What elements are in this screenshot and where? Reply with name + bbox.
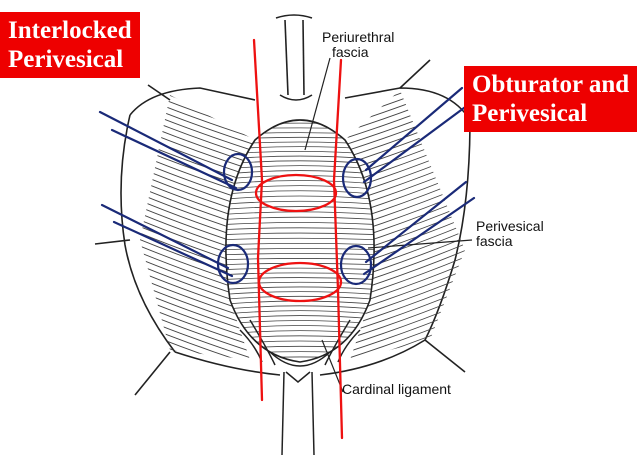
obturator-perivesical-callout: Obturator and Perivesical [464,66,637,132]
label-line-2: fascia [322,45,394,60]
suture-line-right-upper-b [364,102,472,182]
label-line-1: Periurethral [322,30,394,45]
callout-line-2: Perivesical [8,45,132,74]
periurethral-fascia-label: Periurethral fascia [322,30,394,60]
interlocked-perivesical-callout: Interlocked Perivesical [0,12,140,78]
bladder-fascia-hatching [215,113,385,365]
cardinal-ligament-label: Cardinal ligament [342,382,451,397]
suture-line-left-lower-b [114,222,232,276]
periurethral-pointer [305,58,330,150]
suture-line-left-lower-a [102,205,228,268]
suture-line-left-upper-a [100,112,232,180]
suture-loop-right-upper [343,159,371,197]
label-line-2: fascia [476,234,544,249]
callout-line-1: Obturator and [472,70,629,99]
callout-line-1: Interlocked [8,16,132,45]
suture-line-right-lower-b [364,198,474,274]
left-incision-line [254,40,262,400]
label-line-1: Perivesical [476,219,544,234]
catheter [276,15,312,100]
perivesical-fascia-label: Perivesical fascia [476,219,544,249]
callout-line-2: Perivesical [472,99,629,128]
suture-line-right-upper-a [366,88,462,170]
vaginal-flaps-outline [95,60,470,395]
